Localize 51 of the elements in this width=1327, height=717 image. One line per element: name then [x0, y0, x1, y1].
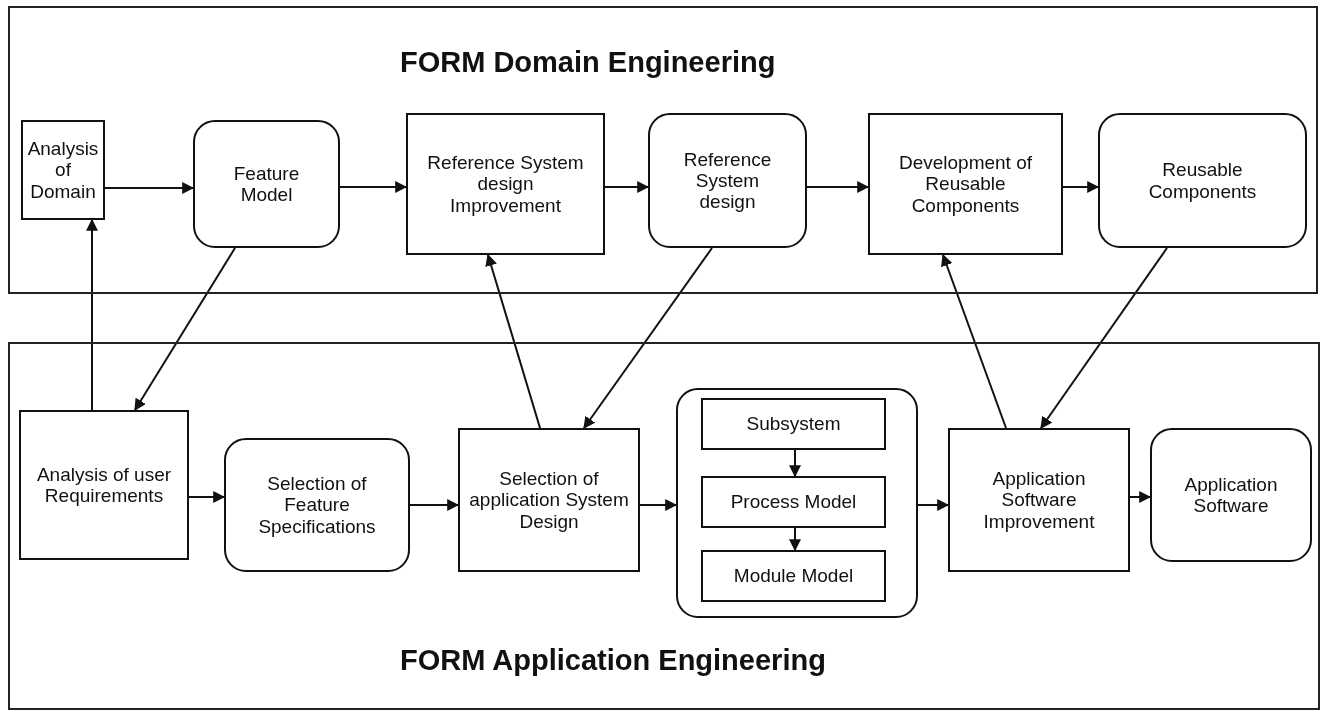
node-label: Application Software	[1183, 473, 1279, 517]
group-box	[676, 388, 918, 618]
node-label: Reference System design Improvement	[426, 152, 585, 216]
artifact-box	[648, 113, 807, 248]
arrow	[1062, 181, 1100, 193]
arrow	[1040, 247, 1168, 429]
arrow	[806, 181, 870, 193]
process-box	[458, 428, 640, 572]
process-box	[868, 113, 1063, 255]
arrow	[604, 181, 650, 193]
section-title: FORM Application Engineering	[400, 644, 826, 677]
node-label: Process Model	[729, 491, 858, 513]
node-label: Feature Model	[232, 162, 301, 206]
node-label: Module Model	[732, 565, 855, 587]
process-box	[701, 398, 886, 450]
section-title: FORM Domain Engineering	[400, 46, 776, 79]
node-label: Development of Reusable Components	[897, 152, 1034, 216]
arrow	[639, 499, 678, 511]
process-box	[701, 550, 886, 602]
process-box	[701, 476, 886, 528]
arrow	[583, 247, 713, 429]
node-label: Selection of application System Design	[468, 468, 630, 532]
node-label: Reusable Components	[1147, 159, 1258, 202]
artifact-box	[1098, 113, 1307, 248]
node-label: Subsystem	[745, 413, 842, 435]
node-label: Reference System design	[682, 148, 773, 213]
arrow	[941, 253, 1007, 429]
artifact-box	[193, 120, 340, 248]
artifact-box	[224, 438, 410, 572]
arrow	[789, 449, 801, 478]
process-box	[406, 113, 605, 255]
arrow	[485, 253, 541, 429]
process-box	[19, 410, 189, 560]
arrow	[86, 218, 98, 411]
arrow	[134, 247, 236, 411]
arrow	[409, 499, 460, 511]
section-panel	[8, 6, 1318, 294]
node-label: Analysis of Domain	[26, 138, 100, 202]
node-label: Analysis of user Requirements	[35, 463, 173, 507]
artifact-box	[1150, 428, 1312, 562]
node-label: Selection of Feature Specifications	[257, 473, 377, 537]
arrow	[1129, 491, 1152, 503]
arrow	[188, 491, 226, 503]
node-label: Application Software Improvement	[982, 468, 1096, 532]
arrow	[339, 181, 408, 193]
arrow	[104, 182, 195, 194]
arrow	[789, 527, 801, 552]
section-panel	[8, 342, 1320, 710]
arrow	[917, 499, 950, 511]
process-box	[948, 428, 1130, 572]
process-box	[21, 120, 105, 220]
